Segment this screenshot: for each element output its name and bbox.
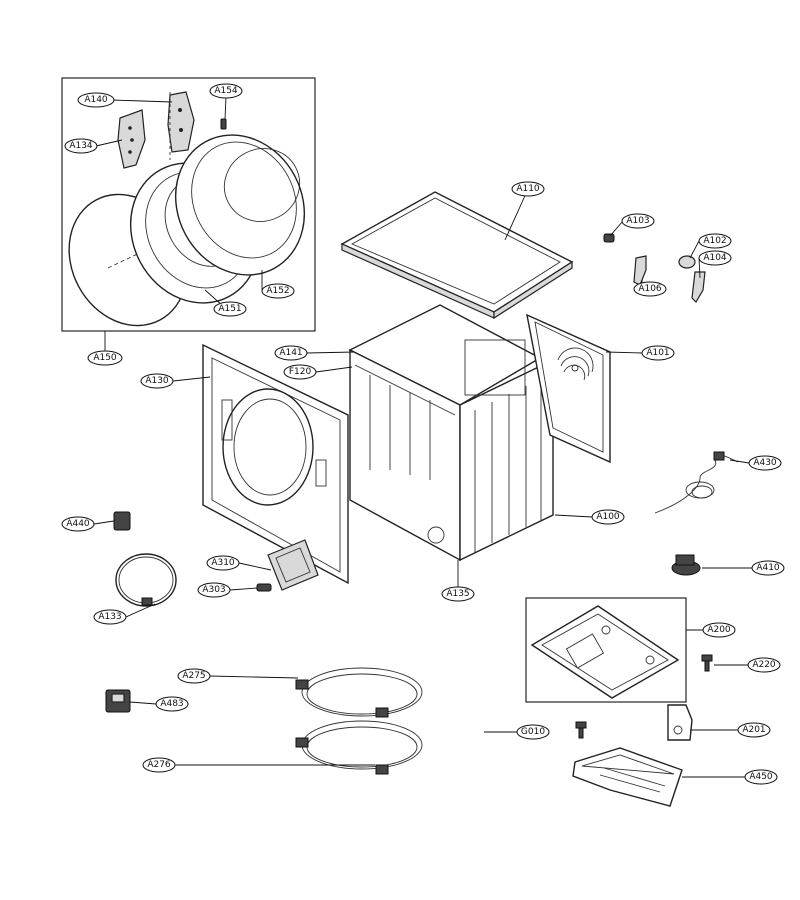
- callout-a430: A430: [748, 455, 782, 471]
- callout-a200-label: A200: [707, 625, 731, 635]
- callout-a110: A110: [511, 181, 545, 197]
- callout-a135-label: A135: [446, 589, 469, 599]
- door-outer-frame: [174, 134, 306, 276]
- part-a103: [603, 233, 615, 243]
- bracket-a201: [667, 704, 693, 741]
- callout-a151: A151: [213, 301, 247, 317]
- callout-a140: A140: [77, 92, 115, 108]
- callout-a450: A450: [744, 769, 778, 785]
- callout-a133-label: A133: [98, 612, 121, 622]
- inlet-hose-a275: [295, 667, 423, 718]
- callout-a220: A220: [747, 657, 781, 673]
- callout-a410-label: A410: [756, 563, 780, 573]
- callout-a275-label: A275: [182, 671, 205, 681]
- callout-a135: A135: [441, 586, 475, 602]
- callout-a101-label: A101: [646, 348, 669, 358]
- callout-a140-label: A140: [84, 95, 108, 105]
- callout-a303-label: A303: [202, 585, 225, 595]
- callout-a100: A100: [591, 509, 625, 525]
- detergent-drawer: [267, 539, 319, 591]
- callout-a310: A310: [206, 555, 240, 571]
- callout-a102: A102: [698, 233, 732, 249]
- leader-lines: [93, 96, 752, 778]
- callout-a134: A134: [64, 138, 98, 154]
- power-cord: [654, 451, 739, 514]
- callout-a152: A152: [261, 283, 295, 299]
- callout-a151-label: A151: [218, 304, 241, 314]
- callout-f120-label: F120: [289, 367, 312, 377]
- callout-a101: A101: [641, 345, 675, 361]
- callout-a154-label: A154: [214, 86, 238, 96]
- callout-a104-label: A104: [703, 253, 727, 263]
- top-plate: [340, 191, 574, 320]
- door-assembly-box: [61, 77, 316, 332]
- callout-a410: A410: [751, 560, 785, 576]
- callout-a310-label: A310: [211, 558, 235, 568]
- screw-a154: [220, 118, 227, 130]
- inlet-hose-a276: [295, 720, 423, 775]
- callout-a141: A141: [274, 345, 308, 361]
- callout-g010-label: G010: [521, 727, 545, 737]
- callout-a220-label: A220: [752, 660, 776, 670]
- callout-a141-label: A141: [279, 348, 302, 358]
- screw-a220: [701, 654, 713, 672]
- callout-a130: A130: [140, 373, 174, 389]
- switch-a440: [113, 511, 131, 531]
- base-assembly-box: [525, 597, 687, 703]
- callout-a201: A201: [737, 722, 771, 738]
- control-unit: [572, 747, 683, 807]
- front-panel: [202, 343, 349, 585]
- callout-a276-label: A276: [147, 760, 171, 770]
- part-a102: [678, 255, 696, 269]
- callout-a275: A275: [177, 668, 211, 684]
- back-panel: [526, 313, 611, 464]
- callout-a134-label: A134: [69, 141, 93, 151]
- door-hinge: [167, 91, 195, 160]
- part-a106: [633, 255, 647, 286]
- callout-a152-label: A152: [266, 286, 289, 296]
- callout-a103: A103: [621, 213, 655, 229]
- callout-a483: A483: [155, 696, 189, 712]
- base-frame: [530, 605, 680, 699]
- callout-a276: A276: [142, 757, 176, 773]
- callout-a130-label: A130: [145, 376, 169, 386]
- callout-a154: A154: [209, 83, 243, 99]
- callout-g010: G010: [516, 724, 550, 740]
- callout-a201-label: A201: [742, 725, 765, 735]
- callout-f120: F120: [283, 364, 317, 380]
- clamp-ring: [115, 553, 177, 607]
- callout-a303: A303: [197, 582, 231, 598]
- callout-a100-label: A100: [596, 512, 620, 522]
- callout-a110-label: A110: [516, 184, 540, 194]
- cabinet: [348, 304, 554, 562]
- callout-a150: A150: [87, 350, 123, 366]
- part-a104: [691, 271, 706, 303]
- callout-a106-label: A106: [638, 284, 662, 294]
- door-handle: [117, 109, 146, 169]
- callout-a106: A106: [633, 281, 667, 297]
- callout-a200: A200: [702, 622, 736, 638]
- callout-a133: A133: [93, 609, 127, 625]
- callout-a150-label: A150: [93, 353, 117, 363]
- callout-a450-label: A450: [749, 772, 773, 782]
- callout-a104: A104: [698, 250, 732, 266]
- module-a483: [105, 689, 131, 713]
- spring-a303: [256, 583, 272, 592]
- callout-a102-label: A102: [703, 236, 726, 246]
- screw-g010: [575, 721, 587, 739]
- callout-a483-label: A483: [160, 699, 183, 709]
- callout-a430-label: A430: [753, 458, 777, 468]
- callout-a440-label: A440: [66, 519, 90, 529]
- callout-a103-label: A103: [626, 216, 649, 226]
- callout-a440: A440: [61, 516, 95, 532]
- drain-pump: [671, 554, 701, 576]
